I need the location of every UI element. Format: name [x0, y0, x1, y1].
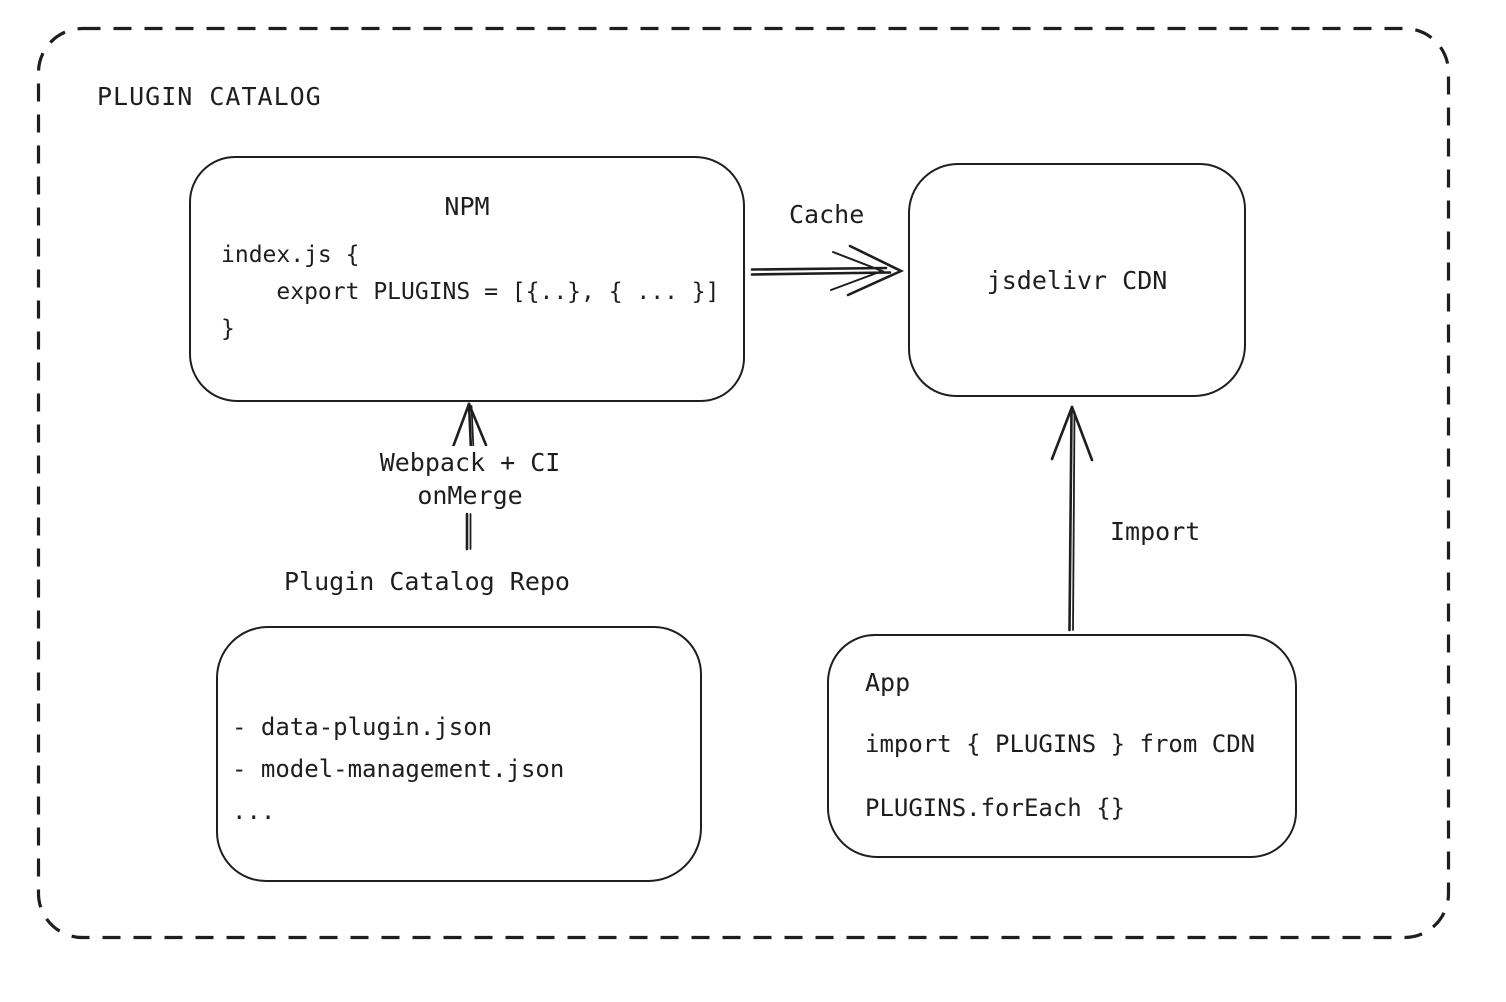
- node-jsdelivr-cdn: jsdelivr CDN: [908, 163, 1246, 397]
- diagram-title: PLUGIN CATALOG: [97, 82, 322, 111]
- import-edge-label: Import: [1110, 517, 1201, 546]
- import-arrow: [1050, 405, 1094, 632]
- build-edge-label-line1: Webpack + CI: [379, 448, 561, 477]
- repo-file-list: - data-plugin.json - model-management.js…: [232, 713, 565, 825]
- build-arrow: [451, 402, 488, 551]
- build-edge-label-line2: onMerge: [417, 481, 523, 510]
- npm-code-snippet: index.js { export PLUGINS = [{..}, { ...…: [221, 242, 720, 342]
- cache-edge-label: Cache: [789, 200, 865, 229]
- cache-arrow: [750, 244, 905, 297]
- app-import-line: import { PLUGINS } from CDN: [865, 730, 1256, 758]
- repo-heading: Plugin Catalog Repo: [284, 567, 570, 596]
- app-title: App: [865, 668, 911, 697]
- node-npm: NPM index.js { export PLUGINS = [{..}, {…: [189, 156, 745, 402]
- app-foreach-line: PLUGINS.forEach {}: [865, 794, 1126, 822]
- cdn-title: jsdelivr CDN: [986, 265, 1168, 295]
- npm-title: NPM: [444, 192, 490, 221]
- node-plugin-catalog-repo: - data-plugin.json - model-management.js…: [216, 626, 702, 882]
- outer-dashed-frame: [36, 26, 1451, 940]
- node-app: App import { PLUGINS } from CDN PLUGINS.…: [827, 634, 1297, 858]
- build-edge-label: Webpack + CI onMerge: [330, 446, 610, 512]
